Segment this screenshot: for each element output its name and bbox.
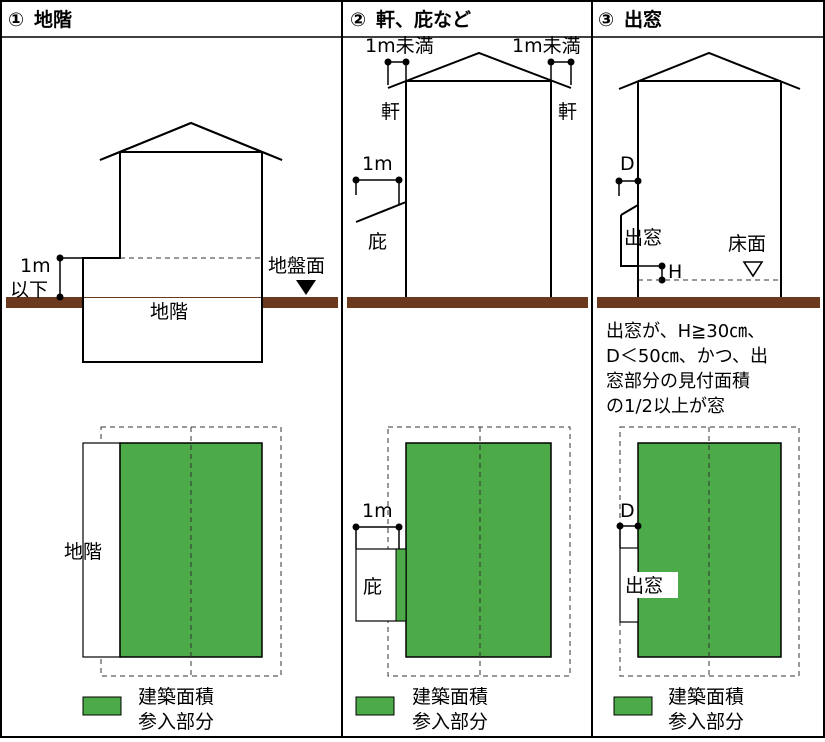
eave-right-label: 軒 — [558, 101, 577, 123]
ground-strip-3 — [597, 297, 820, 308]
dimension-dot — [352, 523, 360, 531]
note-line-4: の1/2以上が窓 — [606, 396, 725, 417]
depth-plan-label: D — [620, 500, 635, 522]
panel-header-2: ② 軒、庇など — [350, 8, 471, 31]
legend-swatch — [355, 696, 395, 716]
panel-2-elevation: 1m未満 1m未満 軒 軒 1m 庇 — [352, 35, 581, 297]
dimension-dot — [547, 58, 555, 66]
dimension-dot — [56, 254, 64, 262]
building-area-fill — [405, 442, 552, 658]
legend-line-2: 参入部分 — [412, 711, 488, 733]
canopy-dim-label: 1m — [362, 153, 393, 175]
height-h-label: H — [668, 261, 682, 283]
canopy-plan-dim-label: 1m — [362, 500, 393, 522]
legend-2: 建築面積 参入部分 — [355, 686, 488, 733]
legend-line-1: 建築面積 — [138, 686, 214, 708]
house-roof — [387, 51, 572, 89]
canopy-line — [355, 201, 407, 223]
legend-line-1: 建築面積 — [412, 686, 488, 708]
legend-line-2: 参入部分 — [668, 711, 744, 733]
dimension-dot — [615, 177, 623, 185]
bay-window-label-bg — [623, 572, 678, 598]
dimension-dot — [402, 58, 410, 66]
dimension-dot — [634, 177, 642, 185]
building-area-fill — [119, 442, 263, 658]
ground-level-marker-icon — [296, 280, 316, 295]
legend-swatch — [613, 696, 653, 716]
panel-3-elevation: D 出窓 H 床面 — [615, 51, 801, 297]
legend-line-1: 建築面積 — [668, 686, 744, 708]
eave-left-label: 軒 — [381, 101, 400, 123]
bay-window-profile — [620, 204, 639, 267]
panel-2-plan: 1m 庇 — [352, 426, 571, 677]
bay-window-rule-note: 出窓が、H≧30㎝、 D＜50㎝、かつ、出 窓部分の見付面積 の1/2以上が窓 — [606, 321, 768, 417]
house-roof — [99, 121, 283, 161]
floor-level-marker-icon — [742, 261, 764, 278]
note-line-2: D＜50㎝、かつ、出 — [606, 346, 768, 367]
house-walls — [637, 80, 782, 297]
legend-3: 建築面積 参入部分 — [613, 686, 744, 733]
canopy-included-strip — [395, 548, 407, 622]
house-walls — [405, 80, 552, 297]
dimension-dot — [567, 58, 575, 66]
basement-label: 地階 — [150, 301, 188, 323]
ground-level-label: 地盤面 — [268, 255, 325, 277]
panel-3-plan: D 出窓 — [616, 426, 800, 677]
house-roof — [618, 51, 801, 90]
eave-dim-left-label: 1m未満 — [365, 35, 434, 57]
plan-outer-dashed — [387, 426, 571, 677]
ground-strip-2 — [347, 297, 588, 308]
dimension-dot — [56, 293, 64, 301]
legend-line-2: 参入部分 — [138, 711, 214, 733]
panel-header-3: ③ 出窓 — [598, 8, 662, 31]
dimension-dot — [658, 262, 666, 270]
panel-marker-icon: ③ — [598, 9, 614, 31]
basement-plan-label: 地階 — [64, 541, 102, 563]
note-line-3: 窓部分の見付面積 — [606, 371, 750, 392]
house-walls — [82, 151, 263, 363]
dimension-dot — [384, 58, 392, 66]
note-line-1: 出窓が、H≧30㎝、 — [606, 321, 765, 342]
dimension-dot — [634, 522, 642, 530]
panel-title: 出窓 — [624, 8, 662, 31]
eave-dim-right-label: 1m未満 — [512, 35, 581, 57]
canopy-plan-label: 庇 — [363, 576, 382, 598]
basement-block-fill — [84, 298, 261, 308]
house-upper-body — [99, 121, 283, 161]
bay-window-label: 出窓 — [624, 227, 662, 249]
depth-label: D — [620, 153, 635, 175]
dimension-dot — [395, 176, 403, 184]
panel-title: 軒、庇など — [376, 8, 471, 31]
legend-swatch — [82, 696, 122, 716]
panel-marker-icon: ① — [8, 9, 24, 31]
legend-1: 建築面積 参入部分 — [82, 686, 214, 733]
dimension-dot — [352, 176, 360, 184]
panel-marker-icon: ② — [350, 9, 366, 31]
panel-1-elevation: 1m 以下 地盤面 地階 — [10, 121, 325, 363]
building-area-fill — [637, 442, 782, 658]
dimension-dot — [395, 523, 403, 531]
canopy-label: 庇 — [368, 231, 387, 253]
panel-1-plan: 地階 — [64, 426, 282, 677]
height-label-below: 以下 — [10, 279, 48, 301]
bay-window-plan-label: 出窓 — [625, 575, 663, 597]
dimension-dot — [658, 276, 666, 284]
panel-header-1: ① 地階 — [8, 8, 72, 31]
panel-title: 地階 — [34, 8, 72, 31]
dimension-dot — [616, 522, 624, 530]
height-label-1m: 1m — [20, 255, 51, 277]
floor-level-label: 床面 — [728, 233, 766, 255]
